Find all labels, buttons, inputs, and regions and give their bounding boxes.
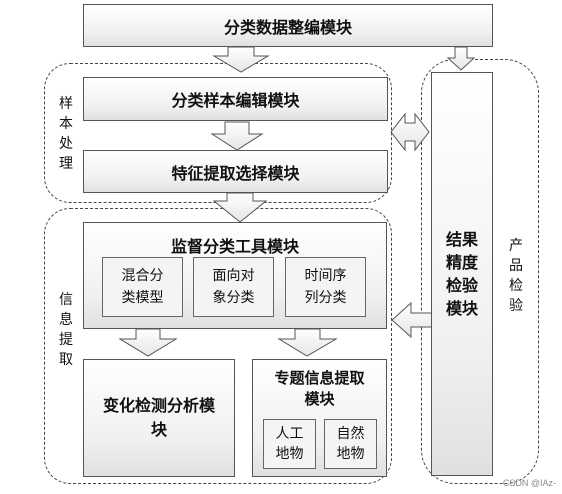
arrow-down-6 (277, 328, 338, 357)
arrow-down-3 (212, 192, 268, 223)
info-extraction-group (44, 208, 392, 484)
object-oriented-classification: 面向对 象分类 (193, 257, 274, 317)
result-accuracy-module: 结果 精度 检验 模块 (431, 72, 493, 476)
sample-edit-module: 分类样本编辑模块 (83, 77, 388, 121)
time-series-classification: 时间序 列分类 (285, 257, 366, 317)
feature-selection-module: 特征提取选择模块 (83, 150, 388, 193)
classification-data-module-label: 分类数据整编模块 (223, 17, 352, 37)
thematic-extraction-title: 专题信息提取 (274, 369, 365, 387)
arrow-double (390, 112, 430, 152)
product-check-group (421, 59, 539, 484)
sample-group-label: 样 本 处 理 (59, 96, 73, 172)
classification-data-module: 分类数据整编模块 (83, 4, 493, 47)
info-group-label: 信 息 提 取 (59, 292, 73, 368)
mixed-classification-model: 混合分 类模型 (102, 257, 183, 317)
arrow-down-4 (446, 46, 476, 71)
arrow-down-2 (210, 121, 264, 151)
man-made-features: 人工 地物 (263, 419, 316, 469)
supervised-classification-title: 监督分类工具模块 (170, 237, 299, 256)
watermark: CSDN @IAz- (502, 478, 556, 488)
natural-features: 自然 地物 (324, 419, 377, 469)
product-group-label: 产 品 检 验 (509, 238, 523, 314)
arrow-down-5 (118, 328, 178, 357)
change-detection-module: 变化检测分析模 块 (83, 359, 235, 477)
arrow-left (391, 301, 433, 339)
arrow-down-1 (212, 46, 270, 73)
